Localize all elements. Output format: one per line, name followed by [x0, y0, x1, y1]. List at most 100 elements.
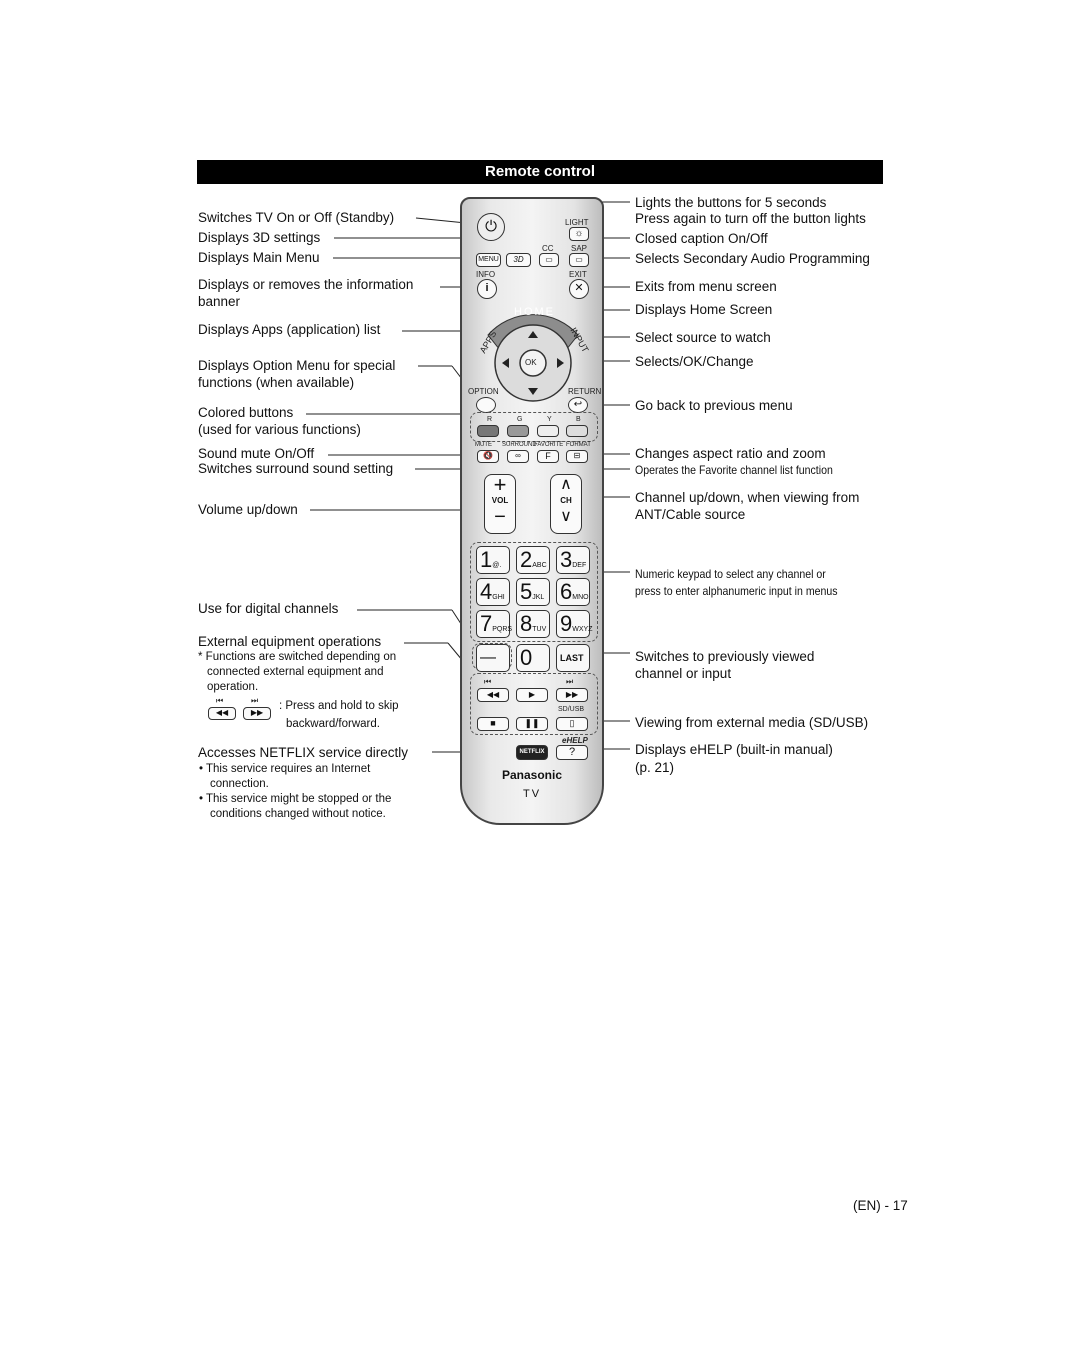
dash-button[interactable]: — [476, 644, 510, 672]
cc-button[interactable]: ▭ [539, 253, 559, 267]
last-button[interactable]: LAST [556, 644, 590, 672]
fast-forward-button[interactable]: ▶▶ [556, 688, 588, 702]
number-key-letters: MNO [572, 594, 589, 601]
label-numeric-1: Numeric keypad to select any channel or [635, 567, 826, 581]
stop-button[interactable]: ■ [477, 717, 509, 731]
label-mute: Sound mute On/Off [198, 446, 315, 461]
play-button[interactable]: ▶ [516, 688, 548, 702]
sdusb-button[interactable]: ▯ [556, 717, 588, 731]
info-label: INFO [476, 270, 496, 279]
ok-button[interactable] [519, 349, 547, 377]
skip-note-1: : Press and hold to skip [279, 700, 399, 712]
sdusb-label: SD/USB [558, 706, 585, 713]
right-arrow-icon [557, 358, 564, 368]
zero-button[interactable]: 0 [516, 644, 550, 672]
surround-label: SURROUND [502, 442, 537, 448]
number-key-9[interactable]: 9WXYZ [556, 610, 592, 638]
number-key-letters: PQRS [492, 626, 513, 633]
external-note-2: connected external equipment and [207, 666, 384, 678]
play-icon: ▶ [528, 690, 536, 699]
label-ok: Selects/OK/Change [635, 354, 754, 369]
netflix-button[interactable]: NETFLIX [516, 745, 548, 760]
skip-prev-icon: ⏮ [216, 696, 224, 705]
label-sdusb: Viewing from external media (SD/USB) [635, 715, 869, 730]
label-favorite: Operates the Favorite channel list funct… [635, 463, 833, 477]
label-sap: Selects Secondary Audio Programming [635, 251, 870, 266]
label-numeric-2: press to enter alphanumeric input in men… [635, 584, 838, 598]
green-button[interactable] [507, 425, 529, 437]
surround-icon: ∞ [515, 451, 521, 460]
netflix-note-2: • This service might be stopped or the [199, 793, 392, 805]
channel-down-icon: ∨ [560, 508, 572, 525]
color-label-r: R [487, 416, 493, 423]
blue-button[interactable] [566, 425, 588, 437]
label-digital: Use for digital channels [198, 601, 339, 616]
last-key-label: LAST [560, 653, 584, 663]
label-surround: Switches surround sound setting [198, 461, 394, 476]
volume-rocker[interactable]: + VOL − [484, 474, 516, 534]
label-format: Changes aspect ratio and zoom [635, 446, 826, 461]
label-apps: Displays Apps (application) list [198, 322, 381, 337]
yellow-button[interactable] [537, 425, 559, 437]
section-title: Remote control [197, 160, 883, 184]
sap-button[interactable]: ▭ [569, 253, 589, 267]
red-button[interactable] [477, 425, 499, 437]
label-input: Select source to watch [635, 330, 771, 345]
sap-label: SAP [571, 244, 588, 253]
number-key-1[interactable]: 1@. [476, 546, 510, 574]
info-button[interactable]: i [477, 279, 497, 299]
pause-button[interactable]: ❚❚ [516, 717, 548, 731]
number-key-letters: TUV [532, 626, 547, 633]
3d-button[interactable]: 3D [506, 253, 531, 267]
mute-button[interactable]: 🔇 [477, 450, 499, 463]
return-button[interactable]: ↩ [568, 397, 588, 413]
format-button[interactable]: ⊟ [566, 450, 588, 463]
number-key-digit: 1 [480, 547, 493, 572]
channel-rocker[interactable]: ∧ CH ∨ [550, 474, 582, 534]
label-home: Displays Home Screen [635, 302, 773, 317]
menu-button[interactable]: MENU [476, 253, 501, 267]
number-key-6[interactable]: 6MNO [556, 578, 590, 606]
label-netflix: Accesses NETFLIX service directly [198, 745, 409, 760]
number-key-letters: @. [492, 562, 502, 569]
label-3d: Displays 3D settings [198, 230, 321, 245]
light-button[interactable]: ☼ [569, 227, 589, 241]
rewind-button[interactable]: ◀◀ [477, 688, 509, 702]
favorite-button[interactable]: F [537, 450, 559, 463]
number-key-4[interactable]: 4GHI [476, 578, 510, 606]
number-key-digit: 3 [560, 547, 573, 572]
volume-up-icon: + [493, 472, 507, 497]
label-return: Go back to previous menu [635, 398, 793, 413]
number-key-digit: 8 [520, 611, 533, 636]
power-button[interactable]: ⏻ [477, 213, 505, 241]
vol-label: VOL [491, 496, 509, 505]
label-last-1: Switches to previously viewed [635, 649, 815, 664]
label-ehelp-1: Displays eHELP (built-in manual) [635, 742, 833, 757]
netflix-note-1b: connection. [210, 778, 269, 790]
label-colored-1: Colored buttons [198, 405, 294, 420]
rewind-icon: ◀◀ [208, 707, 236, 720]
number-key-8[interactable]: 8TUV [516, 610, 550, 638]
up-arrow-icon [528, 331, 538, 338]
exit-button[interactable]: ✕ [569, 279, 589, 299]
home-label: HOME [514, 306, 555, 318]
number-key-5[interactable]: 5JKL [516, 578, 550, 606]
color-label-g: G [517, 416, 523, 423]
skip-note-2: backward/forward. [286, 718, 380, 730]
exit-label: EXIT [569, 270, 587, 279]
light-icon: ☼ [574, 228, 584, 239]
option-button[interactable] [476, 397, 496, 413]
ehelp-button[interactable]: ? [556, 745, 588, 760]
number-key-3[interactable]: 3DEF [556, 546, 590, 574]
skip-prev-small-icon: ⏮ [484, 677, 492, 686]
surround-button[interactable]: ∞ [507, 450, 529, 463]
label-light-1: Lights the buttons for 5 seconds [635, 195, 827, 210]
ehelp-label: eHELP [562, 736, 588, 745]
number-key-7[interactable]: 7PQRS [476, 610, 513, 638]
number-key-letters: GHI [492, 594, 505, 601]
number-key-2[interactable]: 2ABC [516, 546, 550, 574]
return-icon: ↩ [573, 399, 583, 410]
external-note-1: * Functions are switched depending on [198, 651, 397, 663]
number-key-digit: 4 [480, 579, 493, 604]
label-last-2: channel or input [635, 666, 732, 681]
